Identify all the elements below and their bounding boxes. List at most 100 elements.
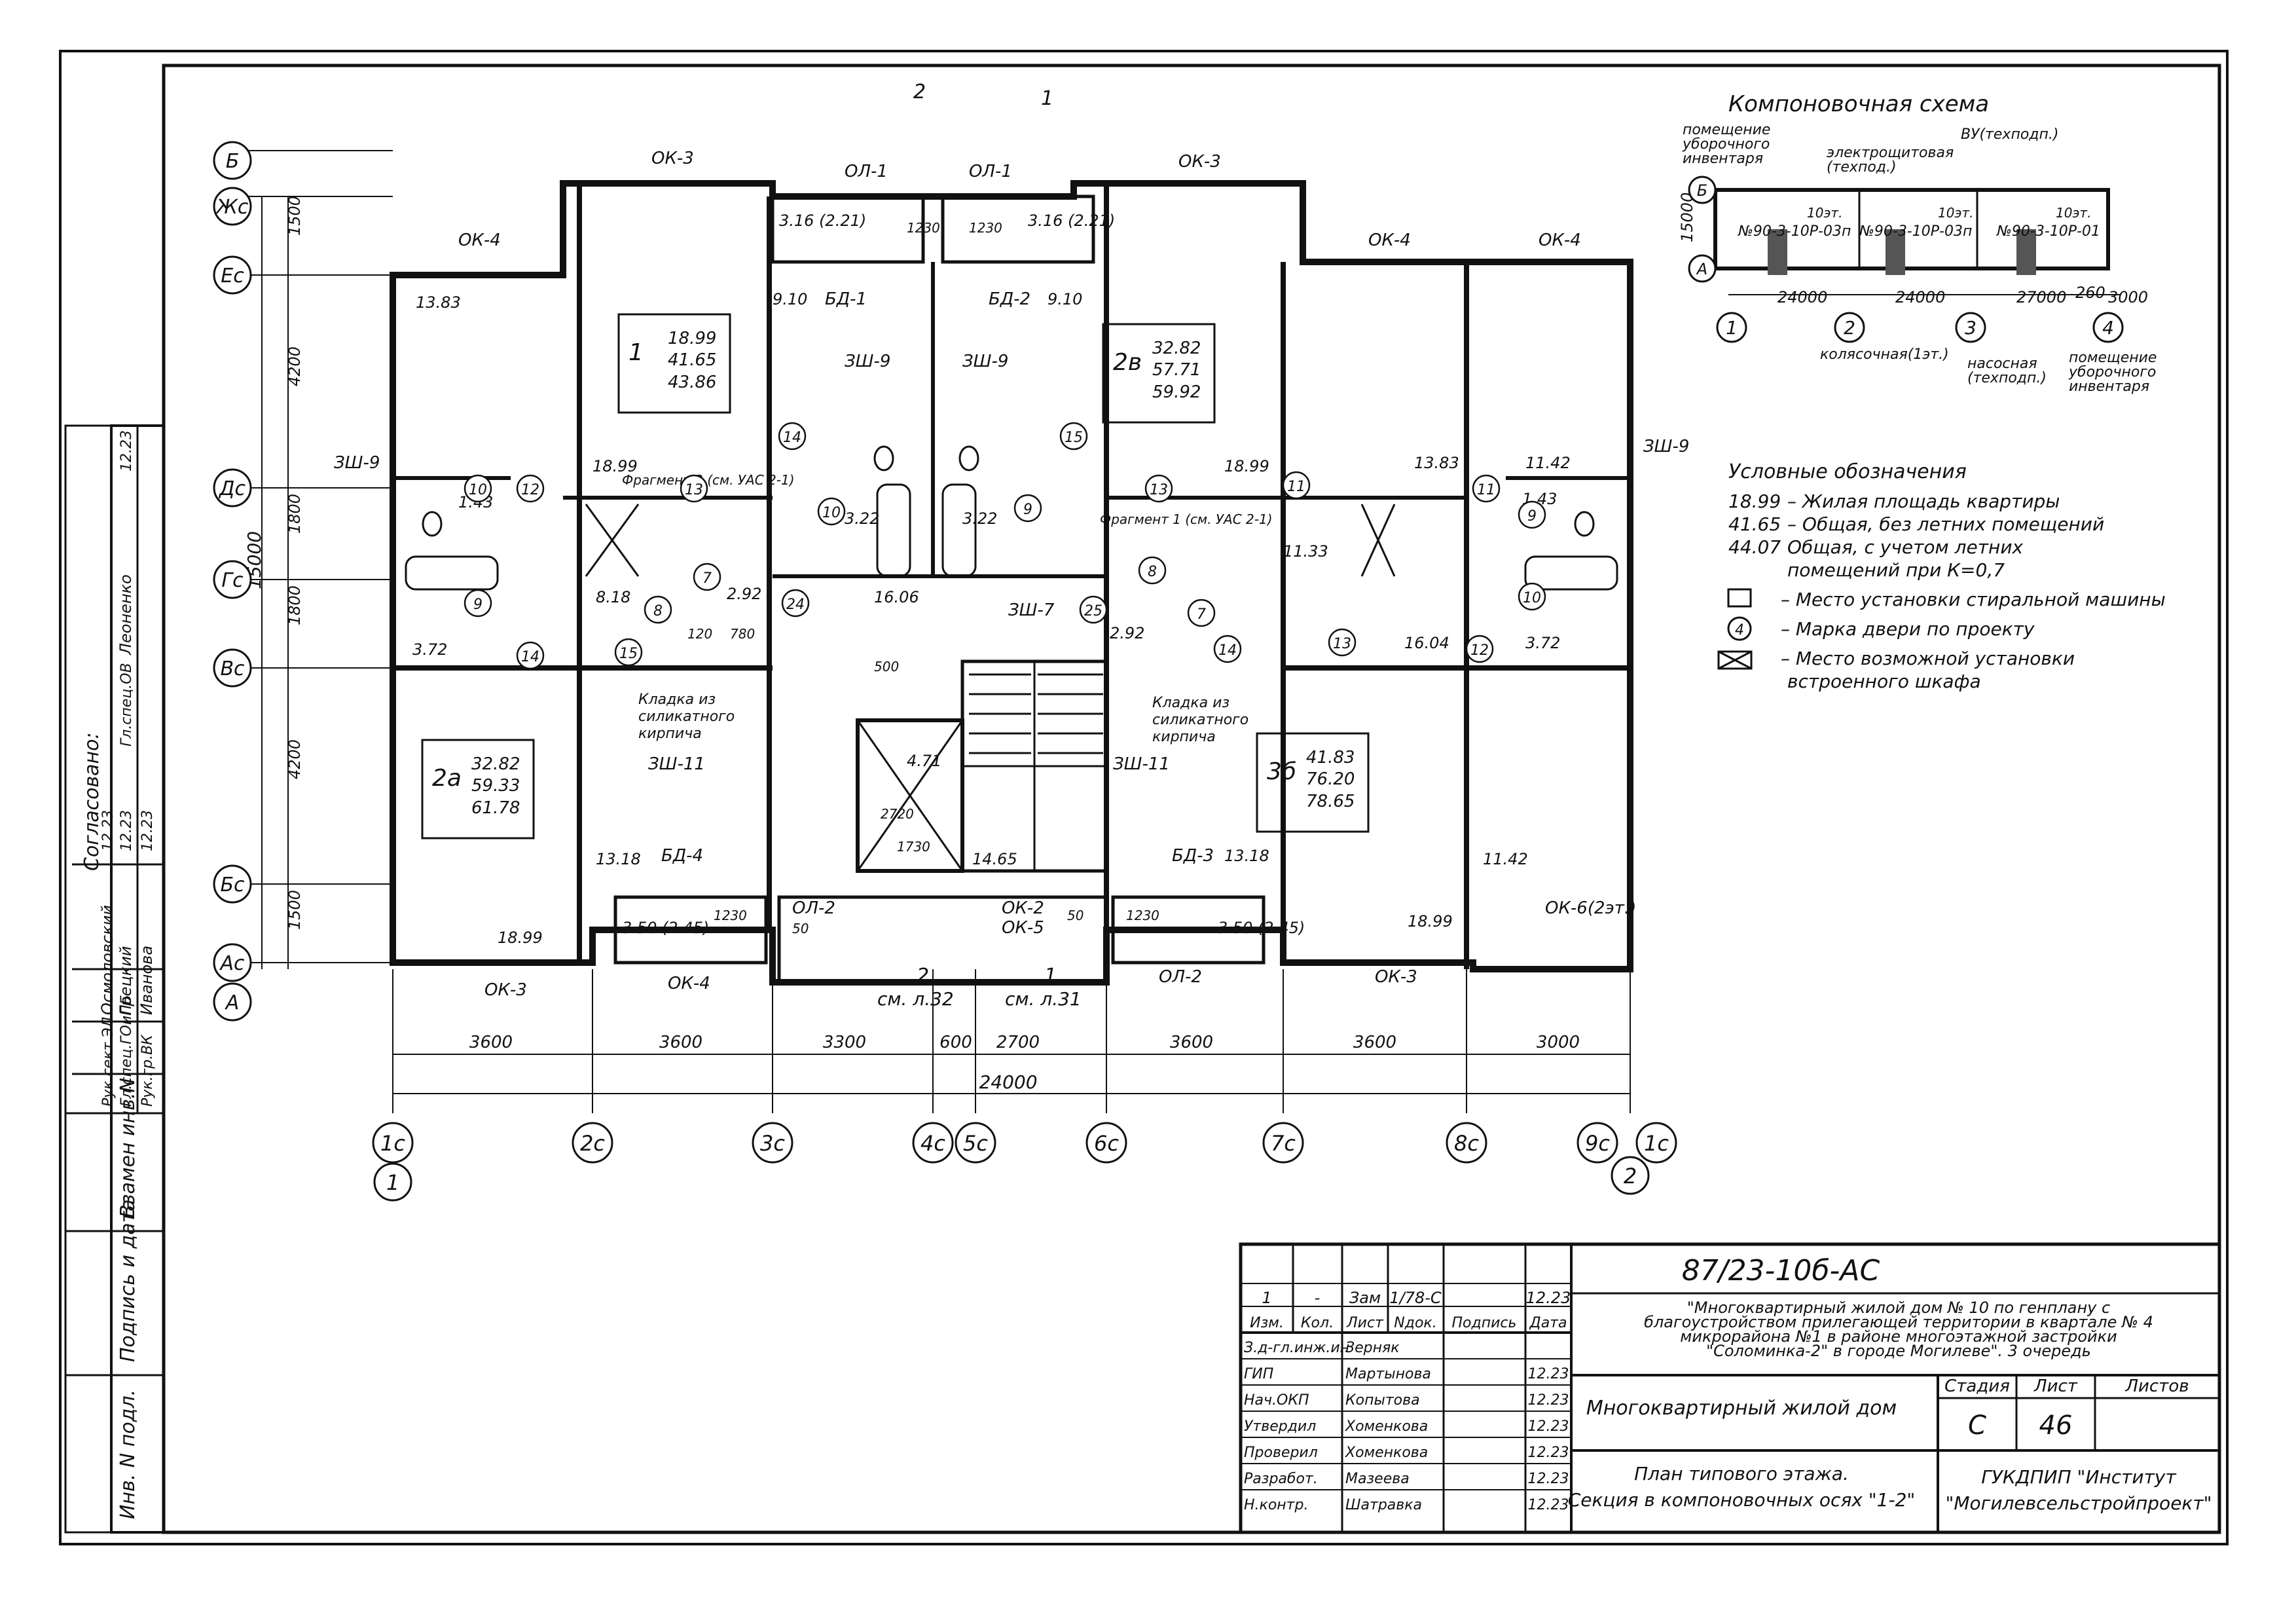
project-title-line: микрорайона №1 в районе многоэтажной зас…: [1680, 1327, 2117, 1346]
dimension-total: 24000: [979, 1071, 1037, 1093]
revision-header: Лист: [1346, 1315, 1384, 1331]
signer-date: 12.23: [1528, 1445, 1569, 1461]
scheme-label: электрощитовая: [1827, 145, 1954, 161]
room-area: 9.10: [773, 290, 807, 308]
interior-walls: [393, 183, 1630, 984]
scheme-section-code: №90-3-10Р-01: [1996, 223, 2100, 240]
side-stamp-role: Гл.спец.ГОиПБ: [118, 995, 135, 1107]
apartment-number: 1: [629, 339, 644, 366]
axis-bubble: [213, 943, 252, 982]
room-area: 11.42: [1525, 454, 1571, 472]
scheme-axis-bubble: [1834, 312, 1865, 343]
door-mark-label: 14: [1218, 642, 1237, 659]
organization-line: ГУКДПИП "Институт: [1981, 1466, 2176, 1488]
room-area: 3.72: [1525, 634, 1560, 652]
room-area: 18.99: [1224, 457, 1269, 475]
scheme-dimension: 24000: [1777, 288, 1827, 306]
small-dimension: 120: [687, 626, 712, 642]
door-mark-label: 13: [1150, 482, 1168, 498]
apartment-number: 3б: [1267, 758, 1296, 785]
small-dimension: 1730: [897, 839, 930, 855]
dimension: 3600: [1170, 1033, 1213, 1052]
balcony-label: БД-4: [661, 846, 703, 866]
room-area: 3.22: [845, 509, 879, 528]
room-area: 3.50 (2.45): [1218, 919, 1305, 937]
axis-bubble: [213, 560, 252, 599]
door-mark: [1472, 474, 1501, 503]
window-label: ОЛ-1: [969, 162, 1012, 181]
signer-name: Мазеева: [1345, 1471, 1410, 1487]
dimension: 1800: [285, 585, 304, 625]
side-stamp-date: 12.23: [118, 430, 135, 471]
small-dimension: 780: [730, 626, 755, 642]
apartment-living-area: 32.82: [1152, 339, 1201, 358]
apartment-area-k: 43.86: [668, 373, 716, 392]
room-area: 3.16 (2.21): [779, 212, 866, 230]
axis-label: 6с: [1094, 1131, 1119, 1156]
legend-text: Общая, с учетом летних: [1787, 536, 2024, 558]
shaft-label: ЗШ-11: [1113, 754, 1170, 774]
door-mark-label: 9: [1527, 508, 1537, 525]
window-label: ОК-3: [1178, 152, 1221, 172]
shaft-label: ЗШ-9: [845, 352, 890, 371]
room-area: 2.92: [727, 585, 761, 603]
apartment-tag: 1 18.99 41.65 43.86: [617, 313, 731, 414]
scheme-section-code: №90-3-10Р-03п: [1738, 223, 1851, 240]
dimension: 4200: [285, 346, 304, 386]
apartment-area-k: 61.78: [471, 798, 520, 818]
revision-cell: Зам: [1349, 1289, 1381, 1307]
room-area: 18.99: [592, 457, 638, 475]
dimension: 2700: [996, 1033, 1040, 1052]
signer-date: 12.23: [1528, 1497, 1569, 1513]
legend-text: встроенного шкафа: [1787, 671, 1981, 692]
scheme-axis-label: 1: [1726, 317, 1738, 339]
apartment-total-area: 41.65: [668, 350, 716, 370]
window-label: ОК-4: [1368, 231, 1411, 250]
legend-value: 44.07: [1728, 536, 1781, 558]
axis-bubble: [213, 255, 252, 295]
scheme-label: уборочного: [2068, 364, 2156, 380]
axis-bubble: [213, 864, 252, 904]
axis-label: Дс: [218, 477, 246, 500]
drawing-code: 87/23-10б-АС: [1682, 1254, 1880, 1287]
window-label: ОЛ-1: [845, 162, 888, 181]
side-stamp-name: Леоненко: [117, 574, 135, 655]
door-mark-label: 11: [1287, 479, 1305, 495]
section-cut-mark: 2: [917, 965, 929, 987]
revision-cell: 1: [1262, 1289, 1271, 1307]
legend: Условные обозначения 18.99– Жилая площад…: [1717, 460, 2166, 692]
scheme-axis-bubble: [1688, 254, 1717, 283]
door-mark: [516, 641, 545, 670]
axis-label: Гс: [221, 569, 244, 592]
door-mark: [1518, 500, 1546, 529]
fragment-ref: Фрагмент 2 (см. УАС 2-1): [622, 472, 795, 488]
shaft-label: ЗШ-9: [334, 453, 380, 473]
apartment-number: 2а: [432, 765, 462, 792]
side-stamp-name: Осмоловский: [98, 905, 117, 1015]
apartment-living-area: 18.99: [668, 329, 716, 348]
signer-role: ГИП: [1244, 1366, 1273, 1382]
door-mark-label: 8: [653, 603, 663, 619]
scheme-dimension: 24000: [1895, 288, 1945, 306]
legend-value: 41.65: [1728, 513, 1781, 535]
legend-text: – Общая, без летних помещений: [1787, 513, 2104, 535]
door-mark-label: 24: [786, 597, 805, 613]
brick-note: силикатного: [638, 709, 735, 725]
building-name: Многоквартирный жилой дом: [1586, 1397, 1897, 1420]
axis-label: 5с: [963, 1131, 988, 1156]
legend-text: помещений при К=0,7: [1787, 559, 2005, 581]
axis-bubble: [1262, 1122, 1304, 1164]
door-mark-label: 14: [521, 649, 539, 665]
section-cut-mark: 1: [1044, 965, 1057, 987]
door-mark: [1059, 422, 1088, 451]
door-mark: [644, 595, 672, 624]
axis-label: 4с: [920, 1131, 945, 1156]
window-label: ОК-3: [1375, 967, 1417, 987]
door-mark: [817, 497, 846, 526]
legend-text: – Место возможной установки: [1781, 648, 2075, 669]
door-mark-label: 25: [1084, 603, 1102, 619]
